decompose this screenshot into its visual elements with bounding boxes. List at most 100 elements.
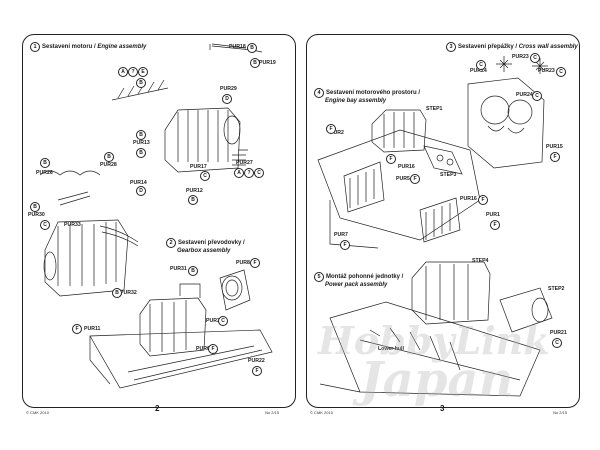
floor-plate bbox=[89, 329, 273, 389]
intake-manifold bbox=[111, 79, 169, 101]
step-number: 5 bbox=[314, 272, 324, 282]
callout-pur31: PUR31 bbox=[170, 266, 187, 272]
watermark-line1: HobbyLink bbox=[318, 318, 550, 363]
side-panel bbox=[423, 145, 463, 175]
callout-pur16-b: PUR16 bbox=[460, 196, 477, 202]
badge-b: B bbox=[136, 148, 146, 158]
callout-pur24-a: PUR24 bbox=[470, 68, 487, 74]
badge-f: F bbox=[250, 258, 260, 268]
badge-b: B bbox=[112, 288, 122, 298]
callout-pur19: PUR19 bbox=[259, 60, 276, 66]
step-number: 3 bbox=[446, 42, 456, 52]
page-number-right: 3 bbox=[440, 404, 445, 413]
clutch-disc bbox=[219, 269, 251, 311]
badge-b: B bbox=[250, 58, 260, 68]
callout-pur7: PUR7 bbox=[334, 232, 348, 238]
callout-pur32: PUR32 bbox=[120, 290, 137, 296]
badge-c: C bbox=[556, 67, 566, 77]
engine-bay-engine bbox=[371, 109, 427, 153]
cross-wall bbox=[467, 77, 545, 169]
footer-copyright-left: © CMK 2010 bbox=[26, 410, 49, 415]
step-title-en: Gearbox assembly bbox=[177, 248, 231, 254]
callout-pur33: PUR33 bbox=[64, 222, 81, 228]
page-2-panel bbox=[22, 34, 296, 408]
badge-c: C bbox=[530, 53, 540, 63]
badge-c: C bbox=[200, 171, 210, 181]
badge-c: C bbox=[254, 168, 264, 178]
badge-a: A bbox=[118, 67, 128, 77]
footer-copyright-right: © CMK 2010 bbox=[310, 410, 333, 415]
callout-lower-hull: Lower hull bbox=[378, 346, 404, 352]
badge-f: F bbox=[208, 344, 218, 354]
footer-code-right: No 2/15 bbox=[553, 410, 568, 415]
badge-q: ? bbox=[244, 168, 254, 178]
callout-pur29: PUR29 bbox=[220, 86, 237, 92]
callout-pur15: PUR15 bbox=[546, 144, 563, 150]
lower-hull bbox=[329, 301, 541, 397]
badge-f: F bbox=[252, 366, 262, 376]
badge-b: B bbox=[188, 195, 198, 205]
callout-pur5: PUR5 bbox=[396, 176, 410, 182]
engine-block-lower bbox=[43, 219, 129, 297]
badge-f: F bbox=[326, 124, 336, 134]
callout-step1: STEP1 bbox=[426, 106, 443, 112]
callout-pur21: PUR21 bbox=[550, 330, 567, 336]
callout-pur26: PUR26 bbox=[36, 170, 53, 176]
badge-b: B bbox=[136, 78, 146, 88]
callout-pur11: PUR11 bbox=[84, 326, 101, 332]
badge-b: B bbox=[188, 266, 198, 276]
callout-pur13: PUR13 bbox=[133, 140, 150, 146]
badge-f: F bbox=[386, 154, 396, 164]
callout-step4: STEP4 bbox=[472, 258, 489, 264]
badge-c: C bbox=[476, 60, 486, 70]
badge-a: A bbox=[234, 168, 244, 178]
callout-pur18: PUR18 bbox=[229, 44, 246, 50]
badge-q: ? bbox=[128, 67, 138, 77]
callout-pur3: PUR3 bbox=[206, 318, 220, 324]
callout-pur24-b: PUR24 bbox=[516, 92, 533, 98]
engine-block-top bbox=[164, 107, 241, 173]
watermark-line2: Japan bbox=[360, 352, 514, 408]
callout-pur8: PUR8 bbox=[236, 260, 250, 266]
callout-step2: STEP2 bbox=[548, 286, 565, 292]
callout-pur30: PUR30 bbox=[28, 212, 45, 218]
step-title-en: Engine assembly bbox=[97, 44, 147, 50]
badge-d: D bbox=[222, 94, 232, 104]
fan-left bbox=[496, 56, 512, 72]
callout-pur22: PUR22 bbox=[248, 358, 265, 364]
badge-f: F bbox=[550, 152, 560, 162]
callout-pur14: PUR14 bbox=[130, 180, 147, 186]
callout-pur23-a: PUR23 bbox=[512, 54, 529, 60]
badge-c: C bbox=[532, 91, 542, 101]
callout-pur16-a: PUR16 bbox=[398, 164, 415, 170]
callout-pur6: PUR6 bbox=[196, 346, 210, 352]
step-number: 4 bbox=[314, 88, 324, 98]
callout-pur1: PUR1 bbox=[486, 212, 500, 218]
callout-pur23-b: PUR23 bbox=[538, 68, 555, 74]
gearbox bbox=[139, 283, 207, 357]
callout-pur28: PUR28 bbox=[100, 162, 117, 168]
badge-b: B bbox=[40, 158, 50, 168]
badge-f: F bbox=[340, 240, 350, 250]
callout-pur27: PUR27 bbox=[236, 160, 253, 166]
callout-pur2: PUR2 bbox=[330, 130, 344, 136]
badge-b: B bbox=[30, 202, 40, 212]
step-title-en: Engine bay assembly bbox=[325, 98, 387, 104]
badge-c: C bbox=[40, 220, 50, 230]
step-number: 1 bbox=[30, 42, 40, 52]
badge-b: B bbox=[136, 130, 146, 140]
step-title-cz: Montáž pohonné jednotky / bbox=[326, 274, 404, 280]
badge-c: C bbox=[218, 316, 228, 326]
badge-f: F bbox=[410, 174, 420, 184]
badge-f: F bbox=[478, 195, 488, 205]
badge-b: B bbox=[247, 43, 257, 53]
callout-step3: STEP3 bbox=[440, 172, 457, 178]
badge-f: F bbox=[72, 324, 82, 334]
